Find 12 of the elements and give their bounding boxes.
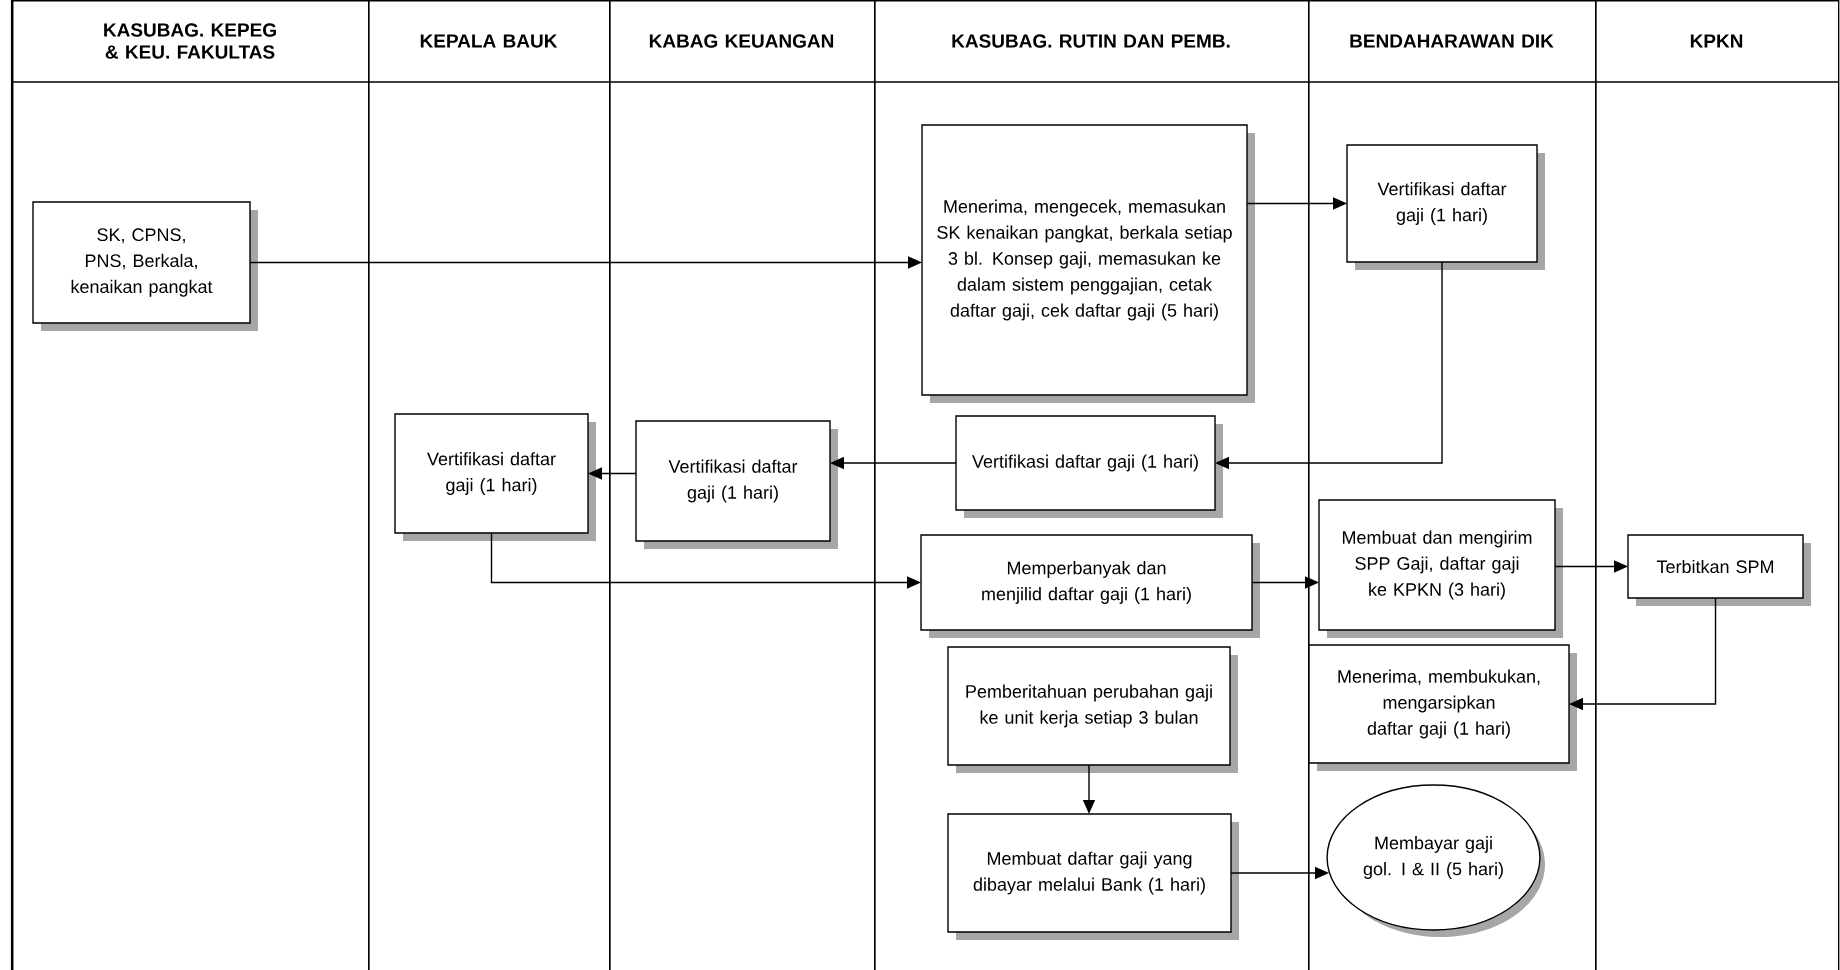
process-box: Vertifikasi daftar gaji (1 hari)	[394, 413, 596, 541]
process-box: Menerima, mengecek, memasukan SK kenaikan pangkat, berkala setiap 3 bl. Konsep gaji, memasukan ke dalam sistem penggajian, cetak daftar gaji, cek daftar gaji (5 hari)	[921, 124, 1255, 403]
process-box: Membuat dan mengirim SPP Gaji, daftar gaji ke KPKN (3 hari)	[1318, 499, 1563, 638]
process-box: Memperbanyak dan menjilid daftar gaji (1 hari)	[920, 534, 1260, 638]
process-box: Vertifikasi daftar gaji (1 hari)	[1346, 144, 1545, 270]
process-box: Terbitkan SPM	[1627, 534, 1811, 606]
process-box: Vertifikasi daftar gaji (1 hari)	[635, 420, 838, 549]
process-box: Vertifikasi daftar gaji (1 hari)	[955, 415, 1223, 518]
process-box: SK, CPNS, PNS, Berkala, kenaikan pangkat	[32, 201, 258, 331]
process-box: Membuat daftar gaji yang dibayar melalui Bank (1 hari)	[947, 813, 1239, 940]
process-box: Pemberitahuan perubahan gaji ke unit kerja setiap 3 bulan	[947, 646, 1238, 773]
process-box: Menerima, membukukan, mengarsipkan daftar gaji (1 hari)	[1308, 644, 1577, 771]
